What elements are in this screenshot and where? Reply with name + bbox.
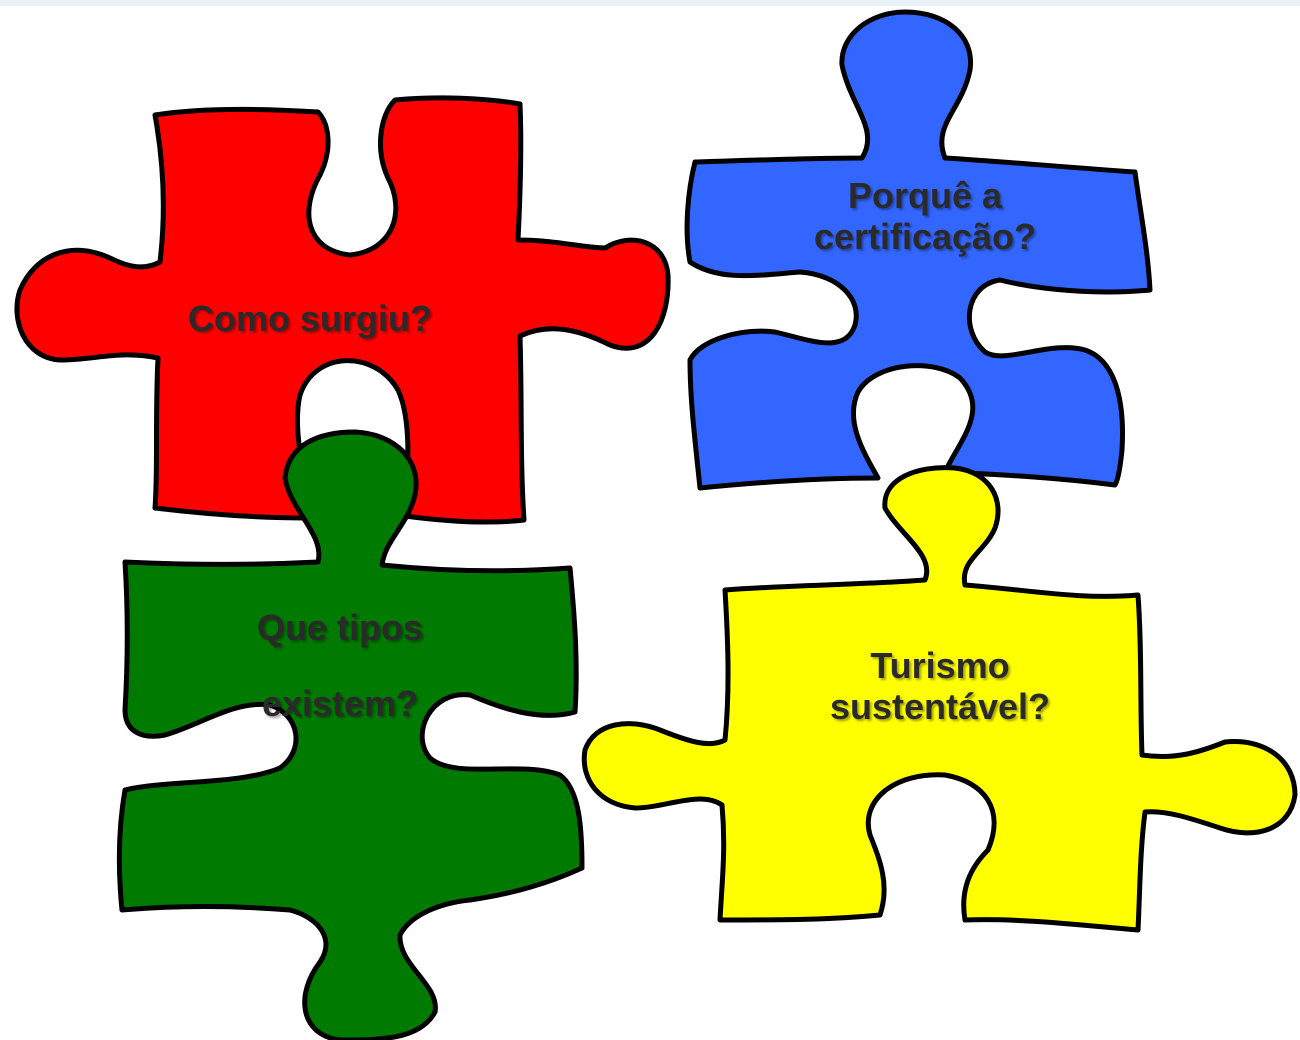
yellow-piece-shape xyxy=(581,465,1298,933)
yellow-label-line2: sustentável? xyxy=(829,686,1051,728)
top-edge-strip xyxy=(0,0,1300,6)
green-puzzle-piece xyxy=(116,429,585,1040)
green-label-line1: Que tipos xyxy=(256,607,423,648)
yellow-label-line1: Turismo xyxy=(870,645,1010,686)
blue-label-line1: Porquê a xyxy=(847,175,1003,216)
yellow-piece-label: Turismo sustentável? xyxy=(780,645,1100,728)
green-label-line2: existem? xyxy=(261,682,419,724)
red-piece-shape xyxy=(14,95,671,525)
yellow-puzzle-piece xyxy=(581,465,1298,933)
red-piece-label: Como surgiu? xyxy=(188,298,518,339)
red-label-text: Como surgiu? xyxy=(188,298,432,339)
blue-label-line2: certificação? xyxy=(813,216,1037,258)
green-piece-label: Que tipos existem? xyxy=(200,590,480,741)
blue-piece-shape xyxy=(684,9,1153,491)
green-piece-shape xyxy=(116,429,585,1040)
red-puzzle-piece xyxy=(14,95,671,525)
blue-piece-label: Porquê a certificação? xyxy=(770,175,1080,258)
blue-puzzle-piece xyxy=(684,9,1153,491)
